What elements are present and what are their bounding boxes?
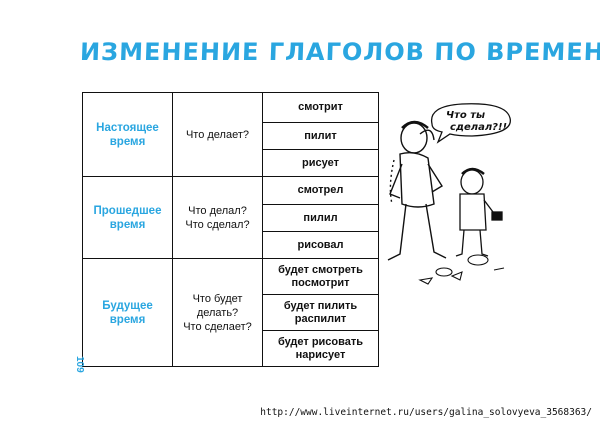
tense-label-line: время: [109, 135, 146, 148]
broken-object: [418, 254, 505, 285]
verb-form: будет пилить: [283, 299, 358, 312]
page-number: 109: [74, 356, 85, 373]
verb-form-cell: будет рисовать нарисует: [262, 330, 379, 367]
tense-cell-future: Будущее время: [82, 258, 173, 367]
tense-label-line: время: [109, 218, 146, 231]
verb-form-cell: смотрит: [262, 92, 379, 123]
question-cell-future: Что будет делать? Что сделает?: [172, 258, 263, 367]
verb-form: будет рисовать: [277, 335, 364, 348]
question-text: Что сделал?: [185, 218, 250, 231]
tense-label-line: время: [109, 313, 146, 326]
verb-form-cell: пилил: [262, 204, 379, 232]
verb-form-cell: будет пилить распилит: [262, 294, 379, 331]
tense-label-line: Прошедшее: [93, 204, 162, 217]
verb-form: смотрит: [298, 101, 343, 113]
verb-form: рисовал: [297, 238, 344, 251]
verb-form: распилит: [294, 312, 347, 325]
verb-form: пилил: [303, 211, 338, 224]
illustration-man-and-boy: Что ты сделал?!!: [387, 103, 511, 285]
speech-bubble-line: Что ты: [446, 110, 485, 121]
verb-form: рисует: [302, 156, 339, 169]
question-cell-past: Что делал? Что сделал?: [172, 176, 263, 259]
verb-form: будет смотреть: [278, 263, 363, 276]
question-text: делать?: [196, 306, 239, 319]
verb-form-cell: рисует: [262, 149, 379, 177]
tense-label: Настоящее время: [83, 121, 172, 149]
question-text: Что делал?: [188, 204, 247, 217]
verb-form-cell: рисовал: [262, 231, 379, 259]
tense-cell-present: Настоящее время: [82, 92, 173, 177]
verb-form: смотрел: [297, 184, 344, 196]
question-text: Что будет: [192, 292, 243, 305]
question-cell-present: Что делает?: [172, 92, 263, 177]
question-text: Что делает?: [185, 128, 250, 141]
question-text: Что сделает?: [183, 320, 252, 333]
man-figure: [387, 120, 447, 261]
speech-bubble-line: сделал?!!: [450, 122, 507, 133]
verb-form-cell: смотрел: [262, 176, 379, 205]
verb-form: нарисует: [295, 348, 346, 361]
verb-form: пилит: [304, 129, 337, 142]
tense-label-line: Настоящее: [96, 121, 159, 134]
tense-label: Прошедшее время: [83, 204, 172, 232]
tense-cell-past: Прошедшее время: [82, 176, 173, 259]
verb-form-cell: будет смотреть посмотрит: [262, 258, 379, 295]
boy-figure: [455, 167, 503, 257]
page-title: ИЗМЕНЕНИЕ ГЛАГОЛОВ ПО ВРЕМЕНАМ: [79, 38, 600, 66]
tense-label: Будущее время: [83, 299, 172, 327]
tense-label-line: Будущее: [102, 299, 153, 312]
verb-form-cell: пилит: [262, 122, 379, 150]
speech-bubble: Что ты сделал?!!: [430, 103, 511, 144]
verb-tense-table: Настоящее время Что делает? смотрит пили…: [82, 92, 379, 367]
footer-url: http://www.liveinternet.ru/users/galina_…: [260, 407, 592, 418]
verb-form: посмотрит: [291, 276, 350, 289]
